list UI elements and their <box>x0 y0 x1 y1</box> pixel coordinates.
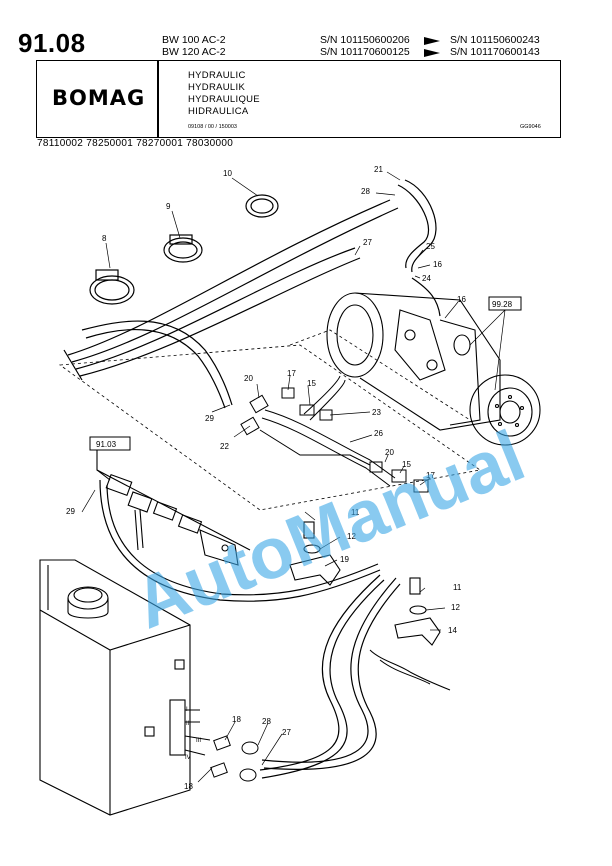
callout-17: 17 <box>287 369 296 378</box>
part-numbers: 78110002 78250001 78270001 78030000 <box>37 138 234 149</box>
title-block-divider <box>157 60 159 138</box>
callout-16-b: 16 <box>457 295 466 304</box>
bracket-14 <box>394 577 441 646</box>
bomag-logo: BOMAG <box>52 86 146 110</box>
hoses-to-tank <box>259 574 401 779</box>
callout-25: 25 <box>426 242 435 251</box>
callout-11-b: 11 <box>453 583 462 592</box>
callout-20: 20 <box>244 374 253 383</box>
title-en: HYDRAULIC <box>188 70 246 81</box>
hose-29-loop <box>81 320 233 409</box>
serial-to-2: S/N 101170600143 <box>450 46 540 58</box>
callout-17-b: 17 <box>426 471 435 480</box>
port-label-4: IV <box>185 755 191 761</box>
drawing-code: GG9046 <box>520 124 541 130</box>
callout-24: 24 <box>422 274 431 283</box>
callout-12: 12 <box>347 532 356 541</box>
callout-15-b: 15 <box>402 460 411 469</box>
ref-box-9928 <box>488 296 522 311</box>
hose-bundle-top <box>63 199 399 381</box>
hose-clamps <box>89 194 279 305</box>
callout-11: 11 <box>351 508 360 517</box>
callout-10: 10 <box>223 169 232 178</box>
hydraulic-motor <box>326 292 541 446</box>
serial-to-1: S/N 101150600243 <box>450 34 540 46</box>
leader-lines <box>81 171 506 783</box>
callout-12-b: 12 <box>451 603 460 612</box>
callout-18-b: 18 <box>184 782 193 791</box>
callout-22: 22 <box>220 442 229 451</box>
callout-15: 15 <box>307 379 316 388</box>
callout-28: 28 <box>361 187 370 196</box>
callout-21: 21 <box>374 165 383 174</box>
watermark: AutoManual <box>123 416 535 645</box>
callout-14: 14 <box>448 626 457 635</box>
callout-26: 26 <box>374 429 383 438</box>
ground-line <box>369 649 451 691</box>
callout-29: 29 <box>205 414 214 423</box>
assembly-frame <box>58 329 482 511</box>
callout-16: 16 <box>433 260 442 269</box>
callout-29-b: 29 <box>66 507 75 516</box>
callout-28-b: 28 <box>262 717 271 726</box>
callout-8: 8 <box>102 234 107 243</box>
title-block <box>36 60 561 138</box>
doc-code: 09108 / 00 / 150003 <box>188 124 237 130</box>
title-fr: HYDRAULIQUE <box>188 94 260 105</box>
model-line-1: BW 100 AC-2 <box>162 34 226 46</box>
bottom-fittings <box>210 735 259 782</box>
callout-27: 27 <box>363 238 372 247</box>
valve-block <box>96 445 251 566</box>
ref-9103: 91.03 <box>96 440 117 449</box>
page-number: 91.08 <box>18 28 86 58</box>
ref-box-9103 <box>89 436 131 451</box>
callout-19: 19 <box>340 555 349 564</box>
model-line-2: BW 120 AC-2 <box>162 46 226 58</box>
arrow-right-icon <box>424 49 440 57</box>
hose-21-24 <box>397 179 441 317</box>
arrow-right-icon <box>424 37 440 45</box>
callout-20-b: 20 <box>385 448 394 457</box>
fittings-middle <box>240 375 429 493</box>
callout-9: 9 <box>166 202 171 211</box>
callout-18: 18 <box>232 715 241 724</box>
port-label-2: II <box>186 721 190 727</box>
hydraulic-tank <box>39 559 211 816</box>
serial-from-1: S/N 101150600206 <box>320 34 410 46</box>
callout-27-b: 27 <box>282 728 291 737</box>
title-es: HIDRAULICA <box>188 106 249 117</box>
ref-9928: 99.28 <box>492 300 513 309</box>
title-de: HYDRAULIK <box>188 82 246 93</box>
serial-from-2: S/N 101170600125 <box>320 46 410 58</box>
port-label-3: III <box>196 738 201 744</box>
callout-23: 23 <box>372 408 381 417</box>
port-label-1: I <box>186 707 188 713</box>
